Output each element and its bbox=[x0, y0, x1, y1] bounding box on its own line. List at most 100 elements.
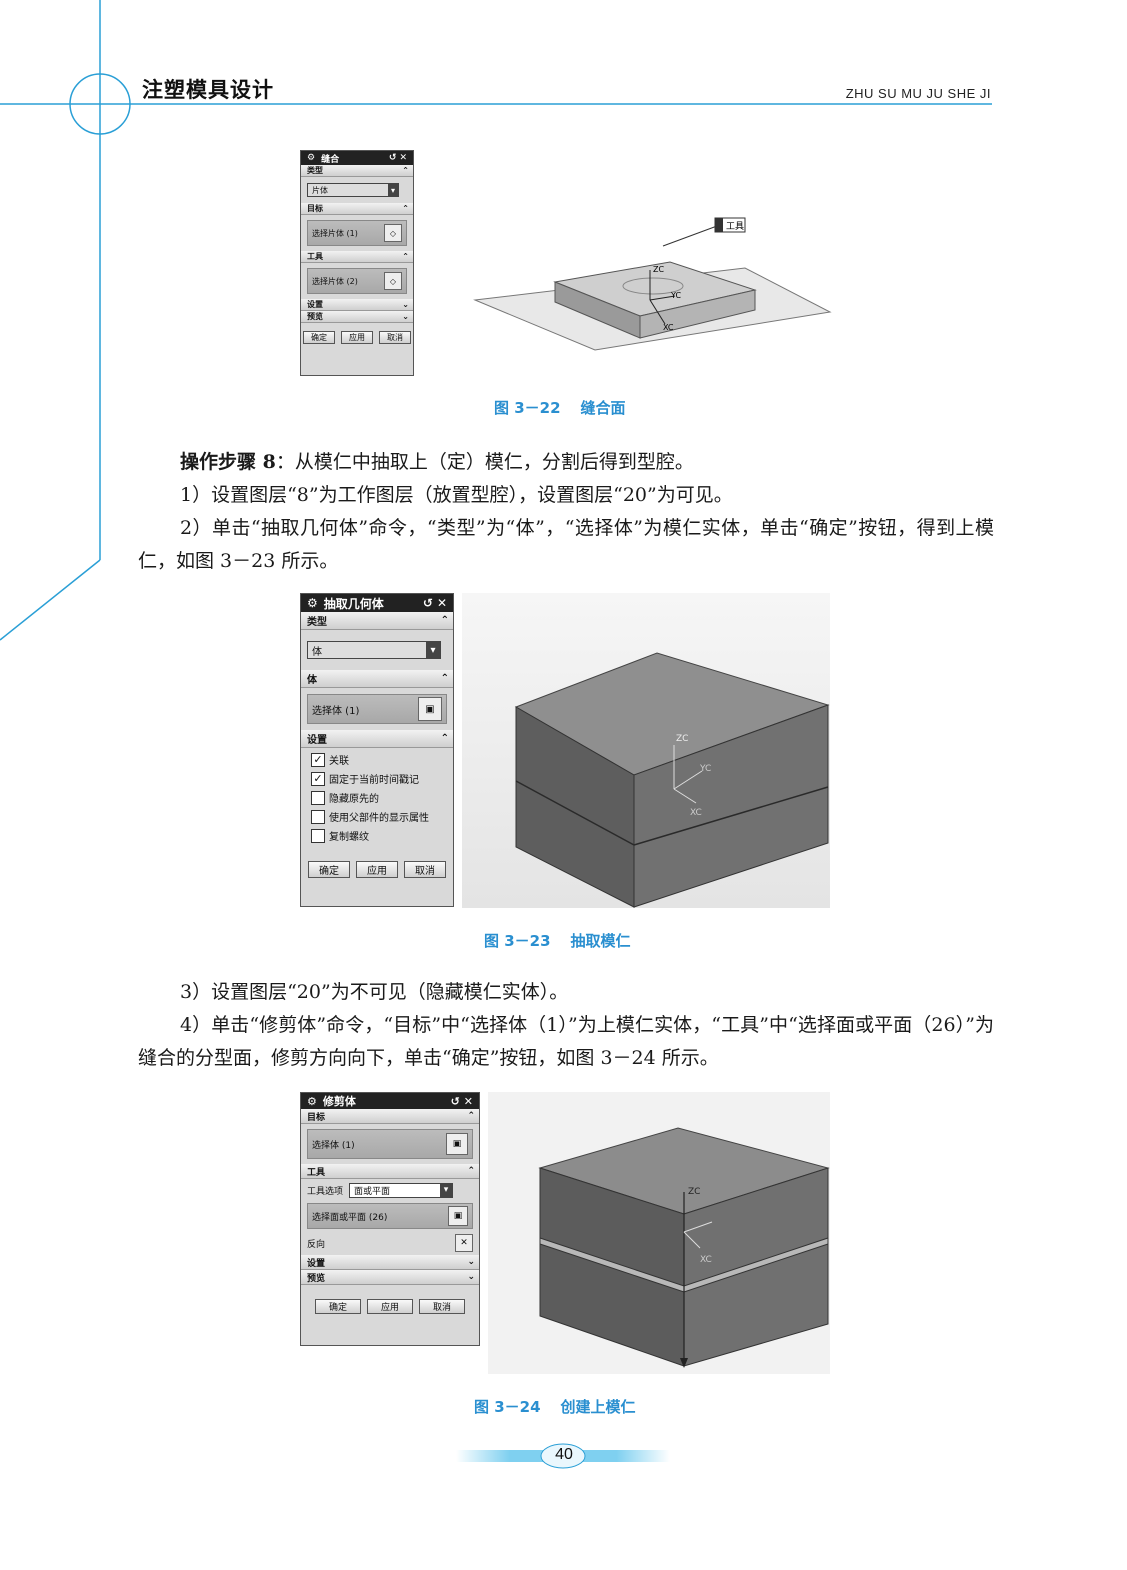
section-settings[interactable]: 设置⌄ bbox=[301, 299, 413, 311]
section-target[interactable]: 目标⌃ bbox=[301, 203, 413, 215]
checkbox[interactable]: ✓ bbox=[311, 752, 325, 767]
chevron-up-icon: ⌃ bbox=[440, 733, 449, 744]
section-settings[interactable]: 设置⌃ bbox=[301, 730, 453, 748]
step-label: 操作步骤 8 bbox=[180, 451, 276, 473]
reset-icon[interactable]: ↺ bbox=[388, 153, 397, 163]
type-dropdown[interactable]: 体 ▾ bbox=[307, 641, 441, 659]
cancel-button[interactable]: 取消 bbox=[419, 1299, 465, 1314]
tool-select[interactable]: 选择面或平面 (26) ▣ bbox=[307, 1203, 473, 1229]
step8-item1: 1）设置图层“8”为工作图层（放置型腔），设置图层“20”为可见。 bbox=[180, 484, 733, 506]
close-icon[interactable]: ✕ bbox=[436, 596, 447, 610]
chevron-up-icon: ⌃ bbox=[467, 1166, 475, 1176]
step8-paragraph: 操作步骤 8：从模仁中抽取上（定）模仁，分割后得到型腔。 bbox=[180, 451, 694, 473]
section-preview[interactable]: 预览⌄ bbox=[301, 311, 413, 323]
apply-button[interactable]: 应用 bbox=[367, 1299, 413, 1314]
body-select[interactable]: 选择体 (1) ▣ bbox=[307, 694, 447, 724]
checkbox[interactable] bbox=[311, 809, 325, 824]
reset-icon[interactable]: ↺ bbox=[422, 596, 433, 610]
chevron-down-icon: ▾ bbox=[388, 184, 398, 196]
cube-icon: ▣ bbox=[418, 697, 442, 721]
apply-button[interactable]: 应用 bbox=[356, 861, 398, 878]
target-select[interactable]: 选择体 (1) ▣ bbox=[307, 1129, 473, 1159]
section-type[interactable]: 类型⌃ bbox=[301, 165, 413, 177]
section-tool[interactable]: 工具⌃ bbox=[301, 1164, 479, 1179]
option-copy-thread[interactable]: 复制螺纹 bbox=[311, 828, 443, 843]
reverse-direction-icon[interactable]: ✕ bbox=[455, 1234, 473, 1252]
dialog-titlebar: ⚙ 抽取几何体 ↺ ✕ bbox=[301, 594, 453, 612]
section-target[interactable]: 目标⌃ bbox=[301, 1109, 479, 1124]
dialog-titlebar: ⚙ 修剪体 ↺ ✕ bbox=[301, 1093, 479, 1109]
section-preview[interactable]: 预览⌄ bbox=[301, 1270, 479, 1285]
chevron-down-icon: ⌄ bbox=[467, 1257, 475, 1267]
section-type[interactable]: 类型⌃ bbox=[301, 612, 453, 630]
trim-body-dialog: ⚙ 修剪体 ↺ ✕ 目标⌃ 选择体 (1) ▣ 工具⌃ 工具选项 面或平面 ▾ … bbox=[300, 1092, 480, 1346]
chevron-up-icon: ⌃ bbox=[440, 673, 449, 684]
chevron-down-icon: ⌄ bbox=[402, 312, 409, 321]
chevron-down-icon: ▾ bbox=[426, 642, 440, 658]
checkbox[interactable] bbox=[311, 790, 325, 805]
cancel-button[interactable]: 取消 bbox=[379, 331, 411, 344]
checkbox[interactable] bbox=[311, 828, 325, 843]
apply-button[interactable]: 应用 bbox=[341, 331, 373, 344]
close-icon[interactable]: ✕ bbox=[463, 1094, 473, 1108]
ok-button[interactable]: 确定 bbox=[308, 861, 350, 878]
dialog-title: 抽取几何体 bbox=[323, 596, 384, 611]
dialog-titlebar: ⚙ 缝合 ↺ ✕ bbox=[301, 151, 413, 165]
cancel-button[interactable]: 取消 bbox=[404, 861, 446, 878]
sheet-body-icon: ◇ bbox=[384, 272, 402, 290]
axis-yc: YC bbox=[699, 764, 711, 774]
chevron-up-icon: ⌃ bbox=[402, 252, 409, 261]
option-parent-display[interactable]: 使用父部件的显示属性 bbox=[311, 809, 443, 824]
type-dropdown[interactable]: 片体 ▾ bbox=[307, 183, 399, 197]
step8-item2: 2）单击“抽取几何体”命令，“类型”为“体”，“选择体”为模仁实体，单击“确定”… bbox=[138, 517, 994, 572]
section-body[interactable]: 体⌃ bbox=[301, 670, 453, 688]
sew-model-view: 工具 ZC YC XC bbox=[425, 150, 835, 376]
axis-yc: YC bbox=[670, 291, 681, 300]
chevron-up-icon: ⌃ bbox=[402, 166, 409, 175]
axis-zc: ZC bbox=[676, 734, 688, 744]
section-tool[interactable]: 工具⌃ bbox=[301, 251, 413, 263]
chevron-down-icon: ⌄ bbox=[467, 1272, 475, 1282]
page-number-ornament bbox=[456, 1443, 670, 1469]
header-title: 注塑模具设计 bbox=[142, 78, 274, 102]
dialog-title: 修剪体 bbox=[322, 1095, 356, 1108]
item3: 3）设置图层“20”为不可见（隐藏模仁实体）。 bbox=[180, 981, 569, 1003]
reset-icon[interactable]: ↺ bbox=[450, 1094, 460, 1108]
option-associative[interactable]: ✓关联 bbox=[311, 752, 443, 767]
sew-dialog: ⚙ 缝合 ↺ ✕ 类型⌃ 片体 ▾ 目标⌃ 选择片体 (1) ◇ 工具⌃ 选择片… bbox=[300, 150, 414, 376]
section-settings[interactable]: 设置⌄ bbox=[301, 1255, 479, 1270]
ok-button[interactable]: 确定 bbox=[315, 1299, 361, 1314]
header-pinyin: ZHU SU MU JU SHE JI bbox=[845, 86, 991, 101]
option-fix-timestamp[interactable]: ✓固定于当前时间戳记 bbox=[311, 771, 443, 786]
header-decoration bbox=[0, 0, 992, 641]
option-hide-original[interactable]: 隐藏原先的 bbox=[311, 790, 443, 805]
reverse-label: 反向 bbox=[307, 1239, 326, 1250]
chevron-down-icon: ⌄ bbox=[402, 300, 409, 309]
gear-icon: ⚙ bbox=[307, 596, 318, 610]
dialog-title: 缝合 bbox=[321, 154, 340, 165]
chevron-up-icon: ⌃ bbox=[467, 1111, 475, 1121]
chevron-up-icon: ⌃ bbox=[440, 615, 449, 626]
sheet-body-icon: ◇ bbox=[384, 224, 402, 242]
axis-xc: XC bbox=[700, 1255, 712, 1265]
close-icon[interactable]: ✕ bbox=[399, 153, 407, 163]
item4: 4）单击“修剪体”命令，“目标”中“选择体（1）”为上模仁实体，“工具”中“选择… bbox=[138, 1014, 994, 1069]
chevron-up-icon: ⌃ bbox=[402, 204, 409, 213]
ok-button[interactable]: 确定 bbox=[303, 331, 335, 344]
trim-model-view: ZC XC bbox=[488, 1092, 830, 1374]
axis-xc: XC bbox=[663, 323, 674, 332]
gear-icon: ⚙ bbox=[307, 153, 316, 163]
tool-select[interactable]: 选择片体 (2) ◇ bbox=[307, 268, 407, 294]
extract-model-view: ZC YC XC bbox=[462, 593, 830, 908]
chevron-down-icon: ▾ bbox=[440, 1183, 453, 1197]
tool-option-dropdown[interactable]: 面或平面 ▾ bbox=[349, 1182, 454, 1198]
axis-zc: ZC bbox=[653, 265, 664, 274]
gear-icon: ⚙ bbox=[307, 1094, 317, 1108]
target-select[interactable]: 选择片体 (1) ◇ bbox=[307, 220, 407, 246]
extract-geometry-dialog: ⚙ 抽取几何体 ↺ ✕ 类型⌃ 体 ▾ 体⌃ 选择体 (1) ▣ 设置⌃ ✓关联… bbox=[300, 593, 454, 907]
tool-option-label: 工具选项 bbox=[307, 1186, 344, 1197]
checkbox[interactable]: ✓ bbox=[311, 771, 325, 786]
